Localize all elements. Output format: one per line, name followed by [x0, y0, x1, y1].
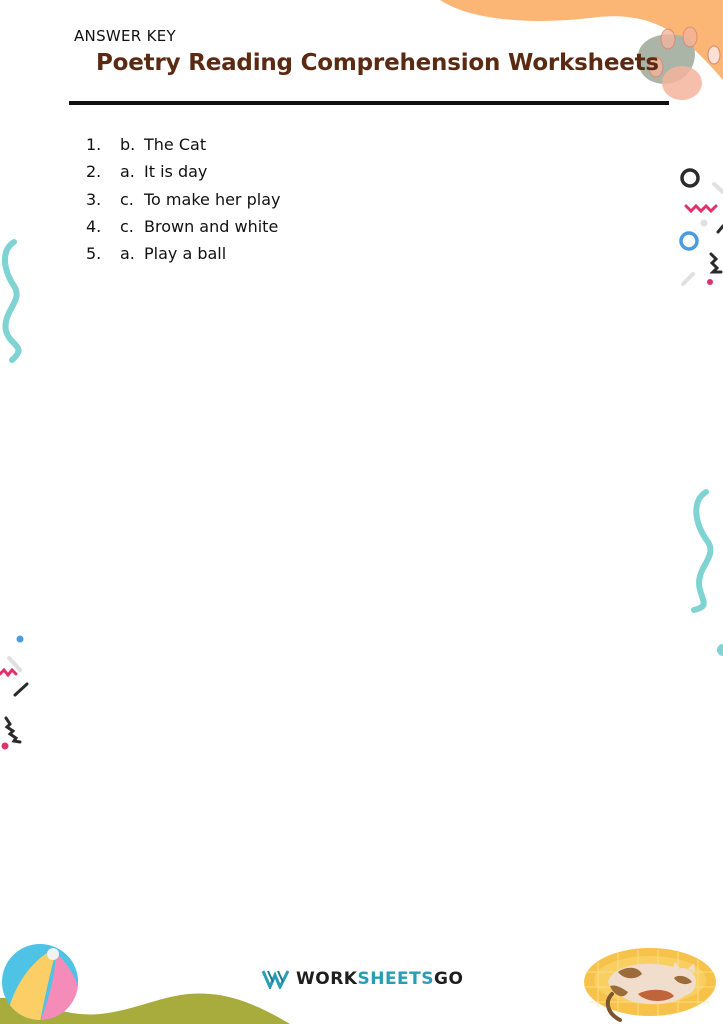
answer-number: 1.	[86, 135, 102, 155]
teal-squiggle-right	[691, 489, 723, 656]
answer-letter: c.	[120, 217, 134, 237]
answer-number: 4.	[86, 217, 102, 237]
answer-text: Play a ball	[144, 244, 227, 264]
answer-item: 1. b. The Cat	[86, 131, 280, 158]
worksheetsgo-w-icon	[262, 970, 290, 989]
orange-wave-decoration	[440, 0, 723, 80]
answer-letter: a.	[120, 162, 135, 182]
teal-squiggle-left	[2, 239, 22, 363]
brand-text-go: GO	[434, 969, 464, 989]
answer-number: 2.	[86, 162, 102, 182]
answer-text: Brown and white	[144, 217, 279, 237]
answer-list: 1. b. The Cat 2. a. It is day 3. c. To m…	[86, 131, 280, 267]
answer-text: It is day	[144, 162, 208, 182]
brand-text-sheets: SHEETS	[357, 969, 435, 989]
answer-letter: c.	[120, 189, 134, 209]
confetti-decoration-left	[0, 635, 29, 750]
cat-in-basket-illustration	[584, 948, 716, 1022]
answer-item: 5. a. Play a ball	[86, 240, 280, 267]
answer-letter: b.	[120, 135, 136, 155]
answer-text: The Cat	[144, 135, 207, 155]
hill-decoration	[0, 993, 290, 1024]
confetti-decoration-right	[679, 168, 723, 286]
paw-print-icon	[637, 26, 721, 100]
brand-text-work: WORK	[296, 969, 358, 989]
answer-letter: a.	[120, 244, 135, 264]
answer-item: 3. c. To make her play	[86, 186, 280, 213]
answer-number: 3.	[86, 189, 102, 209]
answer-text: To make her play	[144, 189, 281, 209]
answer-item: 4. c. Brown and white	[86, 213, 280, 240]
answer-item: 2. a. It is day	[86, 158, 280, 185]
page-title: Poetry Reading Comprehension Worksheets	[96, 50, 659, 76]
beach-ball-illustration	[2, 944, 78, 1020]
answer-number: 5.	[86, 244, 102, 264]
answer-key-label: ANSWER KEY	[74, 27, 176, 45]
title-divider	[69, 101, 669, 105]
